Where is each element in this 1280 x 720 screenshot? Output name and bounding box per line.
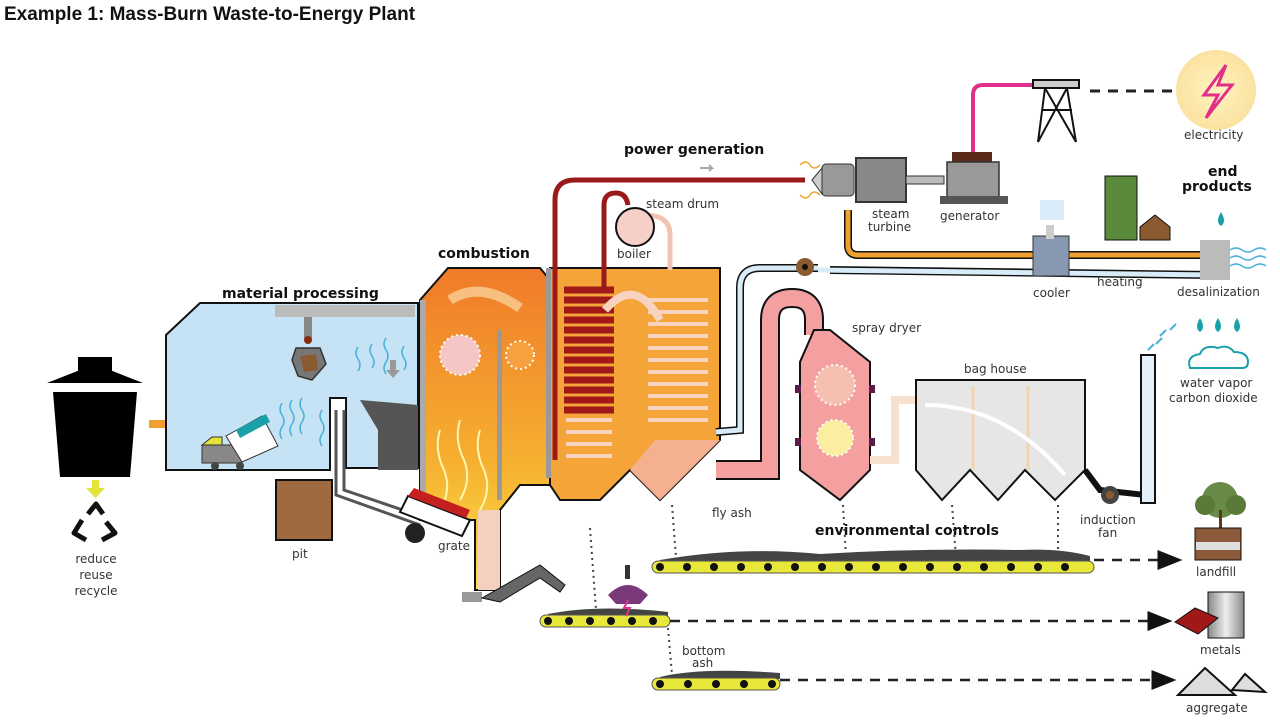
label-pit: pit	[292, 547, 308, 561]
conveyor-roller	[768, 680, 776, 688]
section-end-products-1: end	[1208, 164, 1237, 180]
label-water-vapor: water vapor	[1180, 376, 1252, 390]
section-power-generation: power generation	[624, 142, 764, 158]
label-recycle: recycle	[74, 584, 117, 598]
conveyor-roller	[980, 563, 988, 571]
label-boiler: boiler	[617, 247, 651, 261]
conveyor-roller	[845, 563, 853, 571]
duct-to-baghouse	[870, 396, 916, 464]
label-desalinization: desalinization	[1177, 285, 1260, 299]
metals-icon	[1174, 591, 1245, 639]
conveyor-roller	[872, 563, 880, 571]
conveyor-roller	[683, 563, 691, 571]
grate	[398, 488, 472, 538]
material-processing-hall	[165, 302, 419, 471]
buildings-icon	[1104, 175, 1171, 241]
section-end-products-2: products	[1182, 179, 1252, 195]
waste-pit	[275, 479, 333, 541]
conveyor-roller	[818, 563, 826, 571]
conveyor-roller	[565, 617, 573, 625]
label-fly-ash: fly ash	[712, 506, 752, 520]
ram-wheel	[405, 523, 425, 543]
conveyor-roller	[586, 617, 594, 625]
down-arrow-icon	[86, 480, 105, 498]
boiler-unit	[546, 267, 721, 502]
bag-house	[915, 379, 1086, 502]
conveyor-roller	[1034, 563, 1042, 571]
label-grate: grate	[438, 539, 470, 553]
label-fan: fan	[1098, 526, 1117, 540]
label-induction: induction	[1080, 513, 1136, 527]
label-reuse: reuse	[79, 568, 112, 582]
label-generator: generator	[940, 209, 999, 223]
label-landfill: landfill	[1196, 565, 1236, 579]
label-bag-house: bag house	[964, 362, 1027, 376]
conveyor-roller	[1007, 563, 1015, 571]
ash-streams	[589, 504, 1059, 676]
stack	[1140, 323, 1177, 504]
label-steam: steam	[872, 207, 909, 221]
conveyor-roller	[926, 563, 934, 571]
label-electricity: electricity	[1184, 128, 1243, 142]
magnet-separator	[608, 565, 648, 617]
conveyor-roller	[791, 563, 799, 571]
duct-to-stack	[1082, 468, 1146, 498]
ash-discharge	[462, 564, 566, 603]
feed-chute	[334, 410, 427, 527]
conveyor-roller	[649, 617, 657, 625]
spray-dryer	[795, 329, 875, 502]
conveyor-roller	[712, 680, 720, 688]
conveyor-roller	[656, 563, 664, 571]
label-reduce: reduce	[75, 552, 116, 566]
label-turbine: turbine	[868, 220, 911, 234]
power-line	[971, 83, 1035, 152]
conveyor-roller	[737, 563, 745, 571]
label-spray-dryer: spray dryer	[852, 321, 921, 335]
electricity-icon	[1176, 50, 1256, 130]
conveyor-roller	[764, 563, 772, 571]
steam-turbine	[799, 157, 945, 203]
label-aggregate: aggregate	[1186, 701, 1248, 715]
label-bottom: bottom	[682, 644, 725, 658]
flue-duct	[716, 287, 824, 480]
bottom-ash-conveyor	[539, 608, 671, 628]
conveyor-roller	[656, 680, 664, 688]
conveyor-roller	[953, 563, 961, 571]
label-carbon-dioxide: carbon dioxide	[1169, 391, 1258, 405]
conveyor-roller	[740, 680, 748, 688]
condenser-return	[715, 258, 818, 436]
trash-can-icon	[47, 357, 143, 477]
steam-line	[552, 177, 805, 460]
section-material-processing: material processing	[222, 286, 379, 302]
label-steam-drum: steam drum	[646, 197, 719, 211]
conveyor-roller	[628, 617, 636, 625]
conveyor-rollers	[544, 563, 1069, 688]
transmission-tower-icon	[1032, 79, 1080, 143]
conveyor-roller	[710, 563, 718, 571]
induction-fan	[1101, 486, 1119, 504]
flow-arrow-icon	[700, 164, 715, 172]
aggregate-icon	[1175, 666, 1268, 696]
water-vapor-icon	[1188, 318, 1250, 369]
cooler	[1032, 200, 1070, 277]
label-ash: ash	[692, 656, 713, 670]
conveyor-roller	[899, 563, 907, 571]
landfill-icon	[1194, 482, 1246, 561]
conveyor-roller	[607, 617, 615, 625]
page-title: Example 1: Mass-Burn Waste-to-Energy Pla…	[4, 4, 416, 25]
label-cooler: cooler	[1033, 286, 1070, 300]
label-metals: metals	[1200, 643, 1241, 657]
conveyor-roller	[544, 617, 552, 625]
section-environmental-controls: environmental controls	[815, 523, 999, 539]
recycle-icon	[71, 501, 118, 543]
steam-drum	[615, 207, 655, 247]
section-combustion: combustion	[438, 246, 530, 262]
label-heating: heating	[1097, 275, 1143, 289]
conveyor-roller	[1061, 563, 1069, 571]
conveyor-roller	[684, 680, 692, 688]
desalinization-icon	[1200, 212, 1267, 280]
generator	[940, 152, 1008, 204]
